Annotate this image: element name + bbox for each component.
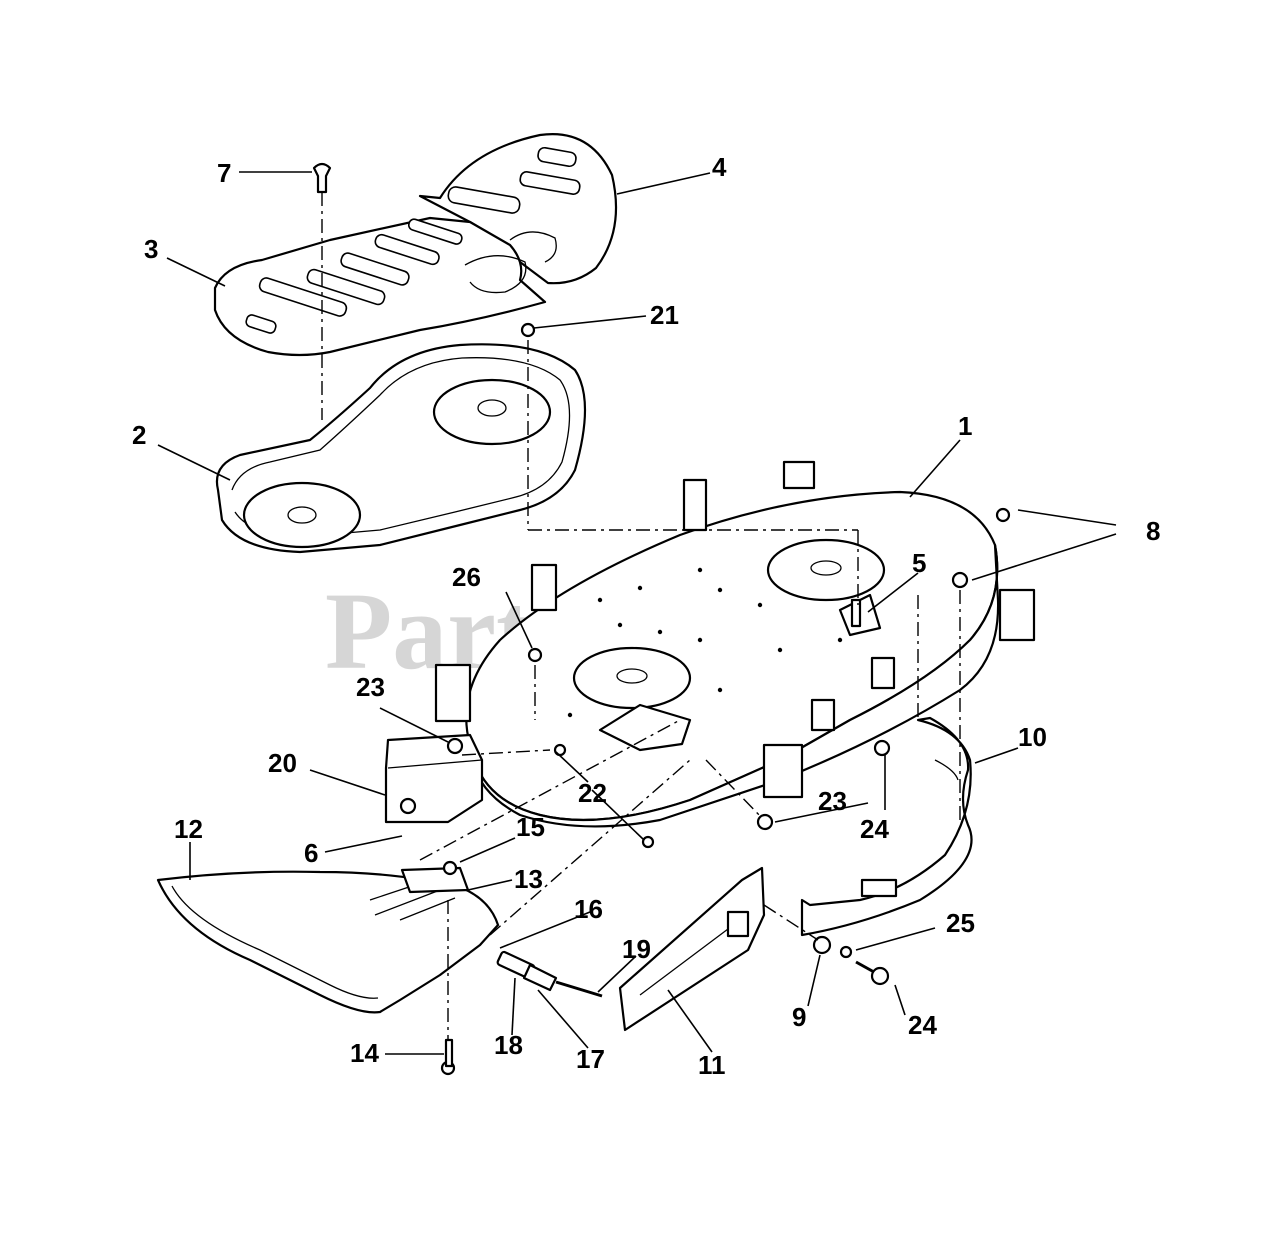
- callout-20: 20: [268, 748, 297, 778]
- discharge-chute: [156, 870, 500, 1014]
- deck-housing: [434, 460, 1036, 828]
- callout-2: 2: [132, 420, 146, 450]
- callout-5: 5: [912, 548, 926, 578]
- callout-14: 14: [350, 1038, 379, 1068]
- hardware: [312, 162, 1011, 1076]
- deck-pin: [838, 593, 882, 637]
- spring-rod-assembly: [496, 950, 603, 998]
- belt-housing: [215, 343, 587, 554]
- nut-23-right: [756, 813, 774, 831]
- leader-lines: [157, 171, 1117, 1055]
- callout-8: 8: [1146, 516, 1160, 546]
- callout-18: 18: [494, 1030, 523, 1060]
- callout-23-right: 23: [818, 786, 847, 816]
- callout-25: 25: [946, 908, 975, 938]
- callouts: 1 2 3 4 5 6 7 8 9 10 11 12 13 14 15 16 1…: [132, 152, 1160, 1080]
- nut-21: [520, 322, 536, 338]
- deck-bracket: [530, 563, 558, 612]
- nut-23-left: [446, 737, 464, 755]
- callout-22: 22: [578, 778, 607, 808]
- nut-8: [951, 571, 969, 589]
- callout-24-bottom: 24: [908, 1010, 937, 1040]
- bolt-7: [312, 162, 332, 194]
- bolt-22b: [641, 835, 655, 849]
- warning-label: [384, 733, 484, 824]
- chute-bracket: [400, 866, 470, 894]
- nut-9: [812, 935, 832, 955]
- side-plate: [618, 866, 766, 1032]
- callout-23-left: 23: [356, 672, 385, 702]
- belt-cover-left: [213, 216, 547, 357]
- callout-26: 26: [452, 562, 481, 592]
- callout-16: 16: [574, 894, 603, 924]
- callout-19: 19: [622, 934, 651, 964]
- callout-11: 11: [698, 1050, 726, 1080]
- callout-15: 15: [516, 812, 545, 842]
- bolt-24-bottom: [870, 966, 890, 986]
- washer-25: [839, 945, 853, 959]
- callout-21: 21: [650, 300, 679, 330]
- callout-12: 12: [174, 814, 203, 844]
- callout-3: 3: [144, 234, 158, 264]
- callout-13: 13: [514, 864, 543, 894]
- callout-7: 7: [217, 158, 231, 188]
- callout-10: 10: [1018, 722, 1047, 752]
- callout-4: 4: [712, 152, 727, 182]
- belt-cover-right: [418, 133, 618, 285]
- callout-17: 17: [576, 1044, 605, 1074]
- callout-24-top: 24: [860, 814, 889, 844]
- nut-6: [399, 797, 417, 815]
- washer-8-top: [995, 507, 1011, 523]
- callout-1: 1: [958, 411, 972, 441]
- bolt-24-top: [873, 739, 891, 757]
- callout-9: 9: [792, 1002, 806, 1032]
- callout-6: 6: [304, 838, 318, 868]
- bolt-26: [527, 647, 543, 663]
- nut-15: [442, 860, 458, 876]
- alignment-lines: [321, 192, 961, 1040]
- rear-baffle: [800, 716, 973, 937]
